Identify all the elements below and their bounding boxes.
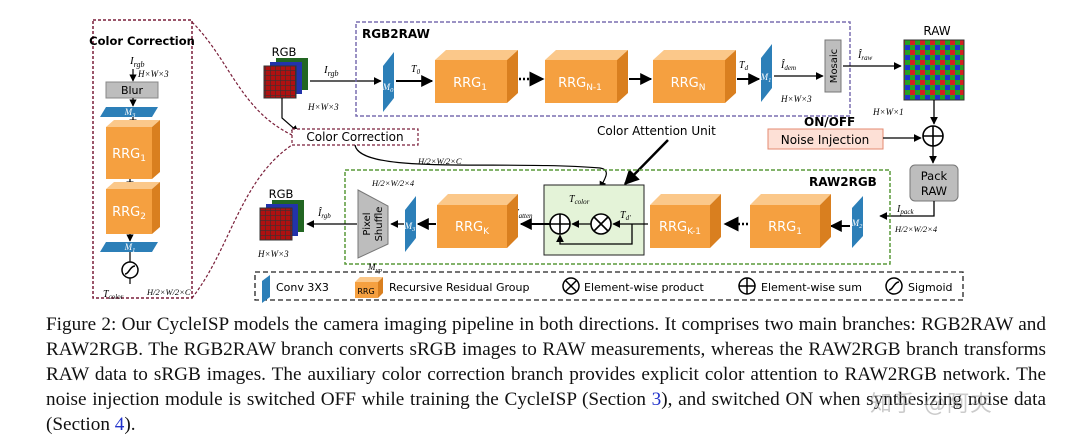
conv-m0 [383,52,394,112]
caption-text-3: ). [124,414,136,435]
watermark: 知乎 @阿夹 [870,392,993,417]
section-ref-3[interactable]: 3 [651,389,662,410]
cc-panel-title: Color Correction [89,34,195,48]
conv-m3-top [100,107,158,117]
svg-text:H×W×1: H×W×1 [872,107,904,117]
figure-caption: Figure 2: Our CycleISP models the camera… [46,312,1046,437]
cc-irgb: Irgb [129,55,145,69]
svg-text:Pack: Pack [921,169,948,183]
rgb-input-label: RGB [272,45,297,59]
svg-text:T0: T0 [411,64,421,76]
svg-text:H/2×W/2×C: H/2×W/2×C [146,287,191,297]
svg-text:H×W×3: H×W×3 [257,249,289,259]
svg-text:RRGN-1: RRGN-1 [558,76,602,93]
svg-text:Td: Td [739,60,749,72]
svg-text:Pixel: Pixel [362,212,373,235]
svg-text:Mosaic: Mosaic [829,49,840,83]
svg-text:M1: M1 [124,242,136,254]
cc-rrg2-block: RRG2 [106,182,160,234]
svg-text:Îraw: Îraw [857,49,873,62]
svg-text:Shuffle: Shuffle [374,207,385,242]
raw2rgb-rrgk-block: RRGK [437,194,518,248]
rgb2raw-branch [355,21,851,117]
section-ref-4[interactable]: 4 [114,414,125,435]
cc-hw3: H×W×3 [137,69,169,79]
svg-text:M0: M0 [382,82,395,94]
svg-text:H×W×3: H×W×3 [780,94,812,104]
noise-injection-box [767,128,884,150]
cycleisp-diagram: Color Correction Irgb H×W×3 Blur M3 RRG1… [89,19,965,303]
conv-m1 [761,44,772,102]
legend-sum: Element-wise sum [761,281,862,294]
svg-text:RRGK: RRGK [455,220,490,237]
svg-text:RRGN: RRGN [671,76,706,93]
svg-text:RRGK-1: RRGK-1 [659,220,701,237]
legend-conv: Conv 3X3 [276,281,329,294]
svg-text:H/2×W/2×4: H/2×W/2×4 [371,178,415,188]
svg-text:Îdem: Îdem [780,59,796,72]
rgb2raw-title: RGB2RAW [362,27,430,41]
legend-product: Element-wise product [584,281,705,294]
conv-m1-bottom [100,242,158,252]
svg-text:M2: M2 [851,218,864,230]
svg-text:Tcolor: Tcolor [569,194,590,206]
rgb2raw-irgb: Irgb [323,64,339,78]
svg-text:RRG1: RRG1 [453,76,487,93]
conv-m3 [405,196,416,252]
svg-text:Color Correction: Color Correction [306,130,403,144]
svg-text:H×W×3: H×W×3 [307,102,339,112]
svg-text:Blur: Blur [121,84,144,97]
svg-text:H/2×W/2×C: H/2×W/2×C [417,156,462,166]
raw2rgb-branch [344,169,891,265]
svg-text:RRG: RRG [357,287,374,296]
rgb-output-label: RGB [269,187,294,201]
rgb2raw-rrgn1-block: RRGN-1 [545,50,628,103]
pixel-shuffle-block [357,189,389,259]
legend-sigmoid: Sigmoid [908,281,953,294]
onoff-label: ON/OFF [804,115,855,129]
svg-text:Mup: Mup [367,262,383,274]
svg-text:M1: M1 [760,72,772,84]
raw2rgb-rrgk1-block: RRGK-1 [650,194,721,248]
svg-text:RAW: RAW [921,184,947,198]
rgb2raw-rrgn-block: RRGN [653,50,736,103]
legend-conv-icon [262,275,270,303]
svg-text:RRG1: RRG1 [112,147,146,164]
conv-m2 [852,196,863,248]
caption-text-1: Figure 2: Our CycleISP models the camera… [46,314,1046,410]
svg-text:Td': Td' [620,210,631,222]
legend-box [254,271,964,301]
cc-tcolor: Tcolor [103,289,124,301]
rgb-input-image [263,58,308,99]
cau-label: Color Attention Unit [597,124,716,138]
svg-text:M3: M3 [124,107,137,119]
raw2rgb-rrg1-block: RRG1 [750,194,831,248]
svg-text:Ipack: Ipack [896,204,914,216]
color-correction-panel [92,19,193,299]
legend-rrg-icon: RRG [355,277,383,298]
svg-text:Îrgb: Îrgb [317,207,331,220]
svg-text:RRG1: RRG1 [768,220,802,237]
svg-text:Noise Injection: Noise Injection [781,133,870,147]
raw-label: RAW [923,24,950,38]
blur-box [105,81,159,99]
rgb-output-image [259,200,304,241]
svg-text:H/2×W/2×4: H/2×W/2×4 [894,224,938,234]
raw2rgb-title: RAW2RGB [809,175,877,189]
cc-rrg1-block: RRG1 [106,120,160,179]
rgb2raw-rrg1-block: RRG1 [435,50,518,103]
caption-text-2: ), and switched ON when synthesizing noi… [46,389,1046,435]
svg-text:RRG2: RRG2 [112,205,146,222]
svg-text:M3: M3 [404,221,417,233]
raw-mosaic-image [903,39,965,101]
legend-rrg: Recursive Residual Group [389,281,529,294]
mosaic-box [824,39,842,93]
